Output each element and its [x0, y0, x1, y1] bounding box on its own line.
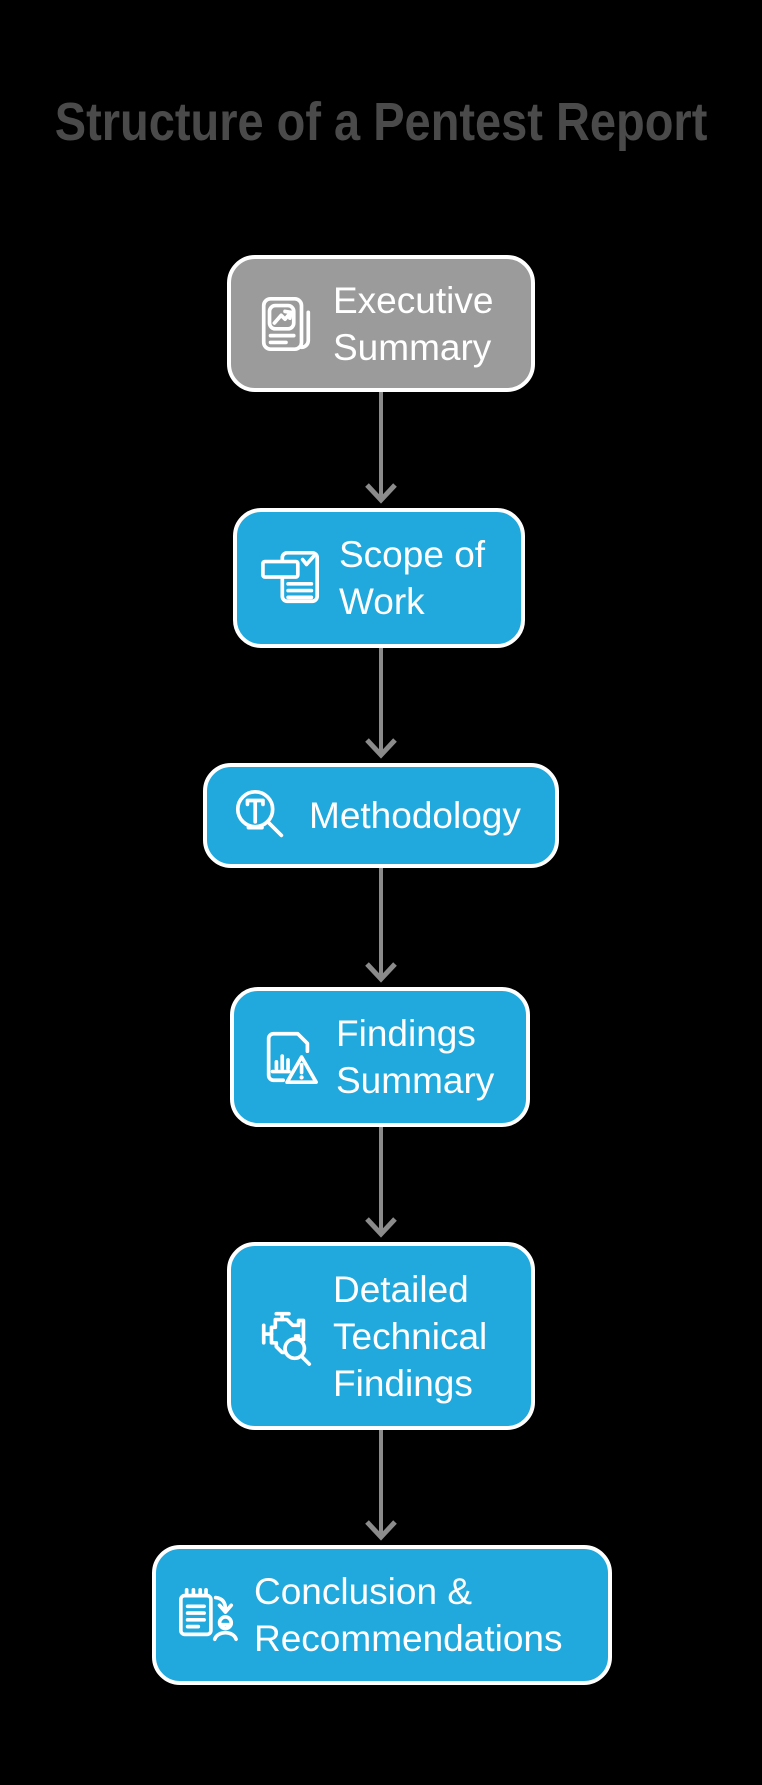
node-label-line: Methodology: [309, 795, 521, 836]
node-label: Findings Summary: [336, 1010, 494, 1104]
flow-arrow-down: [365, 1430, 397, 1541]
flow-arrow-down: [365, 1127, 397, 1238]
diagram-title: Structure of a Pentest Report: [0, 92, 762, 159]
node-label: Conclusion & Recommendations: [254, 1568, 562, 1662]
node-label: Scope of Work: [339, 531, 485, 625]
clipboard-person-icon: [176, 1584, 238, 1646]
engine-magnifier-icon: [255, 1305, 317, 1367]
magnifier-text-icon: [231, 785, 293, 847]
node-label-line: Technical: [333, 1315, 488, 1357]
node-label-line: Findings: [336, 1013, 476, 1054]
report-warning-icon: [258, 1026, 320, 1088]
node-label-line: Findings: [333, 1362, 473, 1404]
node-label-line: Recommendations: [254, 1618, 563, 1659]
flow-node-detailed-technical-findings: Detailed Technical Findings: [227, 1242, 535, 1430]
node-label-line: Work: [339, 581, 425, 622]
document-checklist-icon: [261, 547, 323, 609]
node-label-line: Summary: [333, 326, 492, 368]
flow-arrow-down: [365, 392, 397, 504]
diagram-title-text: Structure of a Pentest Report: [54, 92, 708, 152]
flow-node-conclusion-recommendations: Conclusion & Recommendations: [152, 1545, 612, 1685]
node-label: Executive Summary: [333, 277, 493, 371]
flow-node-scope-of-work: Scope of Work: [233, 508, 525, 648]
report-trend-chart-icon: [255, 293, 317, 355]
node-label-line: Scope of: [339, 534, 486, 575]
node-label-line: Executive: [333, 279, 494, 321]
flow-node-findings-summary: Findings Summary: [230, 987, 530, 1127]
flow-arrow-down: [365, 648, 397, 759]
node-label-line: Conclusion &: [254, 1571, 473, 1612]
flow-node-executive-summary: Executive Summary: [227, 255, 535, 392]
flow-node-methodology: Methodology: [203, 763, 559, 868]
node-label: Methodology: [309, 792, 521, 839]
node-label-line: Detailed: [333, 1268, 469, 1310]
flow-arrow-down: [365, 868, 397, 983]
node-label-line: Summary: [336, 1060, 495, 1101]
node-label: Detailed Technical Findings: [333, 1266, 487, 1407]
